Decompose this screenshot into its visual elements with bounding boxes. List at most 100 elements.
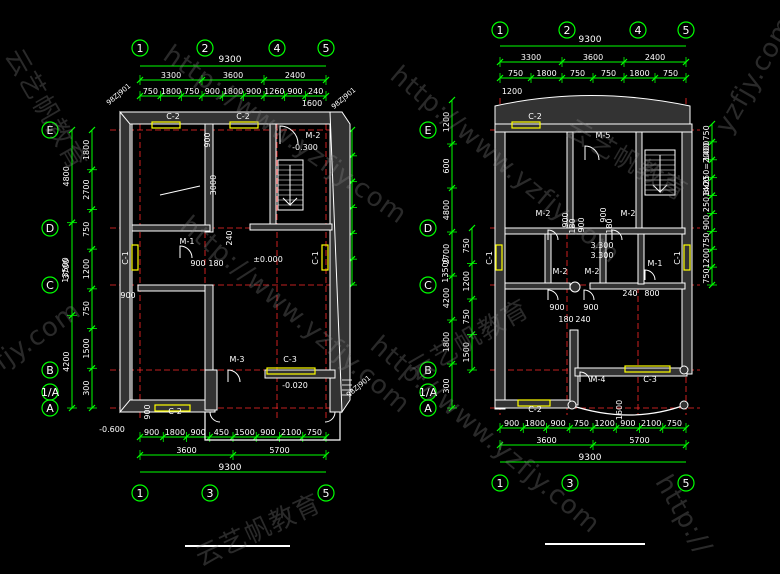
window-label: C-2	[166, 112, 180, 121]
dim-text: 750	[462, 238, 471, 253]
wall	[119, 110, 131, 414]
door-label: M-2	[585, 267, 600, 276]
window-label: C-3	[643, 375, 657, 384]
window-label: C-2	[528, 112, 542, 121]
stair-arrow	[282, 165, 298, 207]
dim-text: 750	[82, 301, 91, 316]
axis-bubble-top-right	[491, 21, 509, 39]
dim-text: 800	[644, 289, 659, 298]
axis-bubble-row-label: A	[46, 402, 54, 415]
axis-bubble-top-right-label: 5	[683, 24, 690, 37]
dim-text: 750	[143, 87, 158, 96]
elevation-label: ±0.000	[253, 255, 283, 264]
dim-text: 2100	[641, 419, 661, 428]
dim-text: 900	[246, 87, 261, 96]
door-label: M-5	[596, 131, 611, 140]
wall	[637, 233, 645, 285]
window	[229, 121, 259, 129]
axis-bubble-row-right-label: B	[424, 364, 432, 377]
axis-bubble-row-right	[419, 276, 437, 294]
axis-bubble-row	[41, 121, 59, 139]
wall	[204, 369, 218, 411]
stair-arrow	[652, 155, 668, 194]
dim-text: 300	[82, 381, 91, 396]
roof-arc	[494, 95, 691, 125]
detail-ref: 98ZJ901	[330, 86, 357, 111]
dim-text: 750	[570, 69, 585, 78]
dim-text: 900	[144, 428, 159, 437]
door-label: M-3	[230, 355, 245, 364]
axis-bubble-top-label: 1	[137, 42, 144, 55]
dim-text: 13500	[441, 257, 450, 282]
wall	[131, 224, 211, 232]
dim-text: 2700	[442, 244, 451, 264]
dim-tick	[68, 126, 76, 134]
wall	[269, 123, 277, 225]
axis-bubble-row	[41, 276, 59, 294]
window	[517, 399, 551, 407]
axis-bubble-row	[41, 219, 59, 237]
axis-bubble-top	[268, 39, 286, 57]
axis-bubble-bottom-right-label: 1	[497, 477, 504, 490]
axis-bubble-row-right-label: 1/A	[419, 386, 438, 399]
balcony-arc	[569, 404, 686, 416]
axis-bubble-top-right	[629, 21, 647, 39]
window	[131, 244, 139, 271]
axis-bubble-top-right-label: 1	[497, 24, 504, 37]
wall	[544, 233, 552, 285]
dim-text: 8x250=2000	[702, 143, 711, 195]
axis-bubble-top	[317, 39, 335, 57]
dim-text: 3600	[583, 53, 603, 62]
door-swing	[644, 269, 656, 281]
window-label: C-1	[121, 251, 130, 265]
wall	[204, 123, 214, 233]
axis-bubble-bottom-label: 1	[137, 487, 144, 500]
door-label: M-1	[648, 259, 663, 268]
door-label: M-2	[621, 209, 636, 218]
axis-bubble-bottom-label: 5	[323, 487, 330, 500]
dim-text: 900	[504, 419, 519, 428]
door-swing	[279, 125, 299, 145]
dim-text: 180	[568, 218, 577, 233]
dim-text: 1800	[165, 428, 185, 437]
window	[495, 244, 503, 271]
dim-text: 3600	[536, 436, 556, 445]
dim-text: 1200	[702, 248, 711, 268]
dim-text: 3600	[176, 446, 196, 455]
dim-text: 1200	[462, 271, 471, 291]
window-label: C-2	[236, 112, 250, 121]
dim-text: 1800	[82, 140, 91, 160]
axis-bubble-row	[41, 361, 59, 379]
dim-text: 1200	[82, 259, 91, 279]
dim-text: 600	[442, 158, 451, 173]
dim-text: 9300	[579, 453, 602, 463]
dim-text: 250	[702, 197, 711, 212]
dim-text: 1800	[161, 87, 181, 96]
dim-text: 1800	[223, 87, 243, 96]
dim-text: 2100	[281, 428, 301, 437]
dim-text: 900	[143, 404, 152, 419]
dim-text: 300	[442, 378, 451, 393]
door-swing	[547, 289, 559, 301]
window	[154, 404, 191, 412]
window-label: C-2	[168, 407, 182, 416]
axis-bubble-row-right	[419, 361, 437, 379]
wall	[635, 131, 643, 229]
axis-bubble-row-right-label: E	[425, 124, 432, 137]
axis-bubble-row-label: C	[46, 279, 54, 292]
detail-ref: 98ZJ901	[105, 82, 132, 107]
door-swing	[611, 229, 623, 241]
dim-text: 1500	[234, 428, 254, 437]
dim-text: 900	[550, 419, 565, 428]
axis-bubble-row-right-label: C	[424, 279, 432, 292]
dim-text: 750	[601, 69, 616, 78]
door-swing	[579, 371, 591, 383]
axis-bubble-top	[131, 39, 149, 57]
dim-tick	[88, 126, 96, 134]
dim-text: 240	[575, 315, 590, 324]
dim-text: 900	[190, 428, 205, 437]
axis-bubble-top	[196, 39, 214, 57]
elevation-label: -0.300	[292, 143, 318, 152]
dim-text: 1800	[442, 332, 451, 352]
dim-text: 4200	[442, 288, 451, 308]
